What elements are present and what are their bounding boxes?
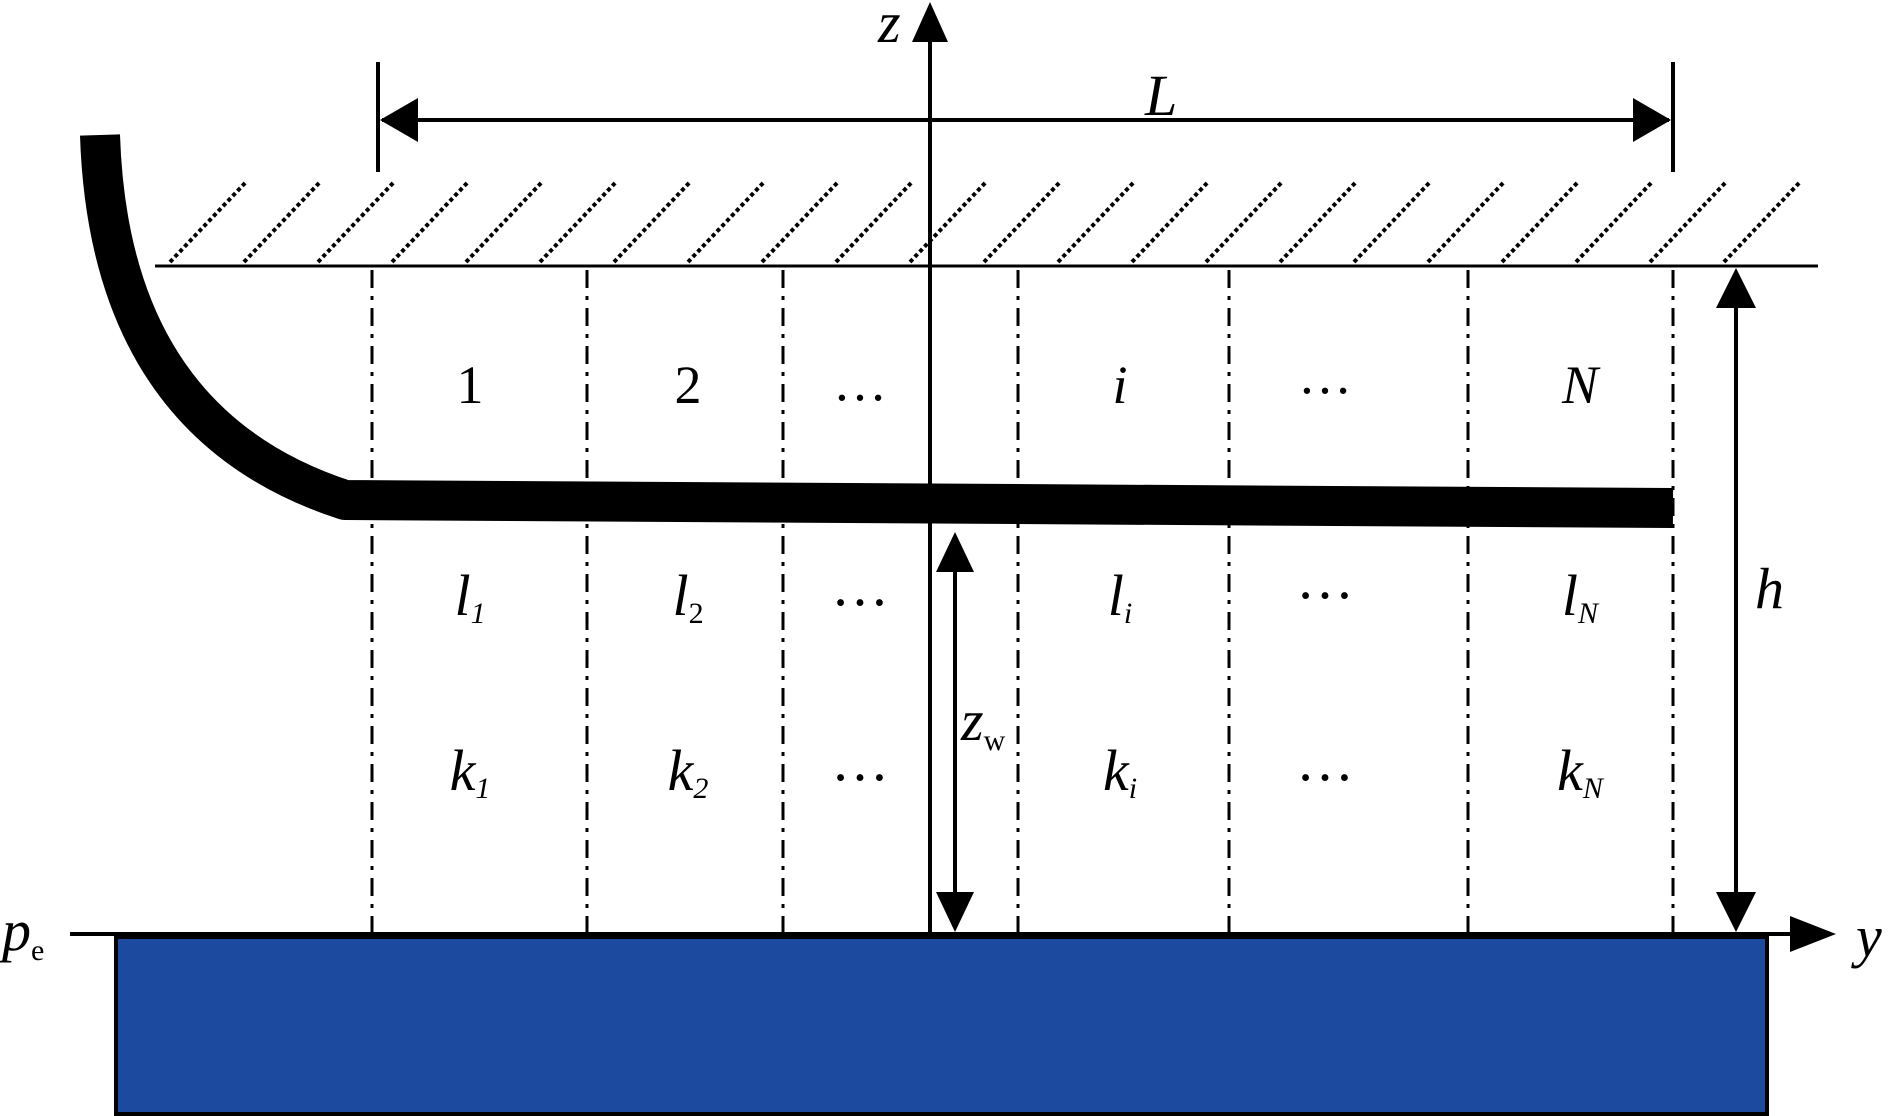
segment-number: i	[1112, 355, 1127, 415]
segment-number: 2	[675, 355, 702, 415]
hatch-mark	[464, 180, 544, 264]
z-axis-label: z	[877, 0, 901, 55]
height-label: h	[1755, 556, 1784, 621]
segment-permeability: ki	[1103, 738, 1137, 805]
segment-length: …	[831, 553, 889, 618]
segment-permeability: k2	[668, 738, 709, 805]
length-arrowhead-left	[380, 98, 418, 142]
hatch-mark	[1204, 180, 1284, 264]
horizontal-wellbore	[80, 134, 1674, 528]
segment-number: 1	[457, 355, 484, 415]
hatch-mark	[834, 180, 914, 264]
hatch-mark	[538, 180, 618, 264]
hatch-mark	[612, 180, 692, 264]
segment-number: …	[1298, 345, 1352, 405]
segment-length: lN	[1562, 563, 1600, 630]
segment-permeability-row: k1 k2 … ki … kN	[450, 728, 1605, 805]
segment-permeability: …	[1296, 728, 1354, 793]
hatch-mark	[1130, 180, 1210, 264]
segment-dividers	[370, 270, 1675, 932]
hatch-mark	[1056, 180, 1136, 264]
segment-permeability: kN	[1557, 738, 1605, 805]
pressure-base: p	[0, 898, 31, 963]
y-axis-label: y	[1851, 904, 1882, 969]
bottom-aquifer	[114, 935, 1769, 1116]
height-arrowhead-top	[1716, 268, 1756, 308]
hatch-mark	[1722, 180, 1802, 264]
hatch-mark	[1500, 180, 1580, 264]
hatch-mark	[168, 180, 248, 264]
y-axis-arrowhead	[1790, 916, 1836, 952]
segment-number: N	[1561, 355, 1601, 415]
hatch-mark	[1574, 180, 1654, 264]
z-axis-arrowhead	[912, 2, 948, 42]
wellbore-height-subscript: w	[984, 724, 1006, 757]
hatch-mark	[760, 180, 840, 264]
hatch-mark	[908, 180, 988, 264]
hatch-mark	[242, 180, 322, 264]
wellbore-height-arrowhead-bottom	[936, 892, 974, 932]
height-arrowhead-bottom	[1716, 892, 1756, 932]
hatch-mark	[1352, 180, 1432, 264]
segment-length: l1	[454, 563, 485, 630]
hatch-mark	[686, 180, 766, 264]
segment-number: …	[833, 352, 887, 412]
segment-length: …	[1296, 546, 1354, 611]
pressure-subscript: e	[31, 934, 44, 967]
hatch-mark	[1426, 180, 1506, 264]
wellbore-height-arrowhead-top	[936, 532, 974, 572]
length-label: L	[1144, 63, 1177, 128]
segment-length: l2	[672, 563, 703, 630]
segment-permeability: …	[831, 728, 889, 793]
hatch-mark	[316, 180, 396, 264]
segment-length: li	[1108, 563, 1132, 630]
wellbore-height-label: zw	[960, 688, 1006, 757]
hatch-mark	[390, 180, 470, 264]
pressure-label: pe	[0, 898, 44, 967]
wellbore-height-base: z	[960, 688, 984, 753]
hatch-mark	[1648, 180, 1728, 264]
length-arrowhead-right	[1633, 98, 1671, 142]
segment-permeability: k1	[450, 738, 491, 805]
hatch-mark	[1278, 180, 1358, 264]
segment-number-row: 1 2 … i … N	[457, 345, 1601, 415]
top-boundary-hatching	[168, 180, 1802, 264]
hatch-mark	[982, 180, 1062, 264]
segment-length-row: l1 l2 … li … lN	[454, 546, 1600, 630]
